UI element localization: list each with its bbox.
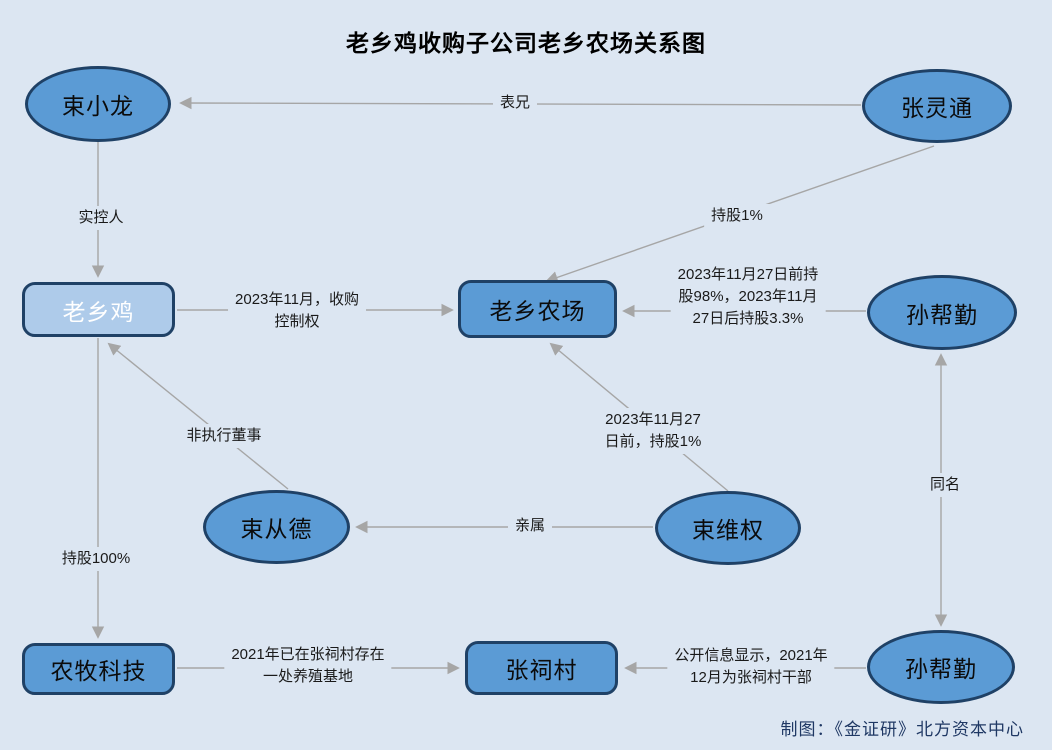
node-shu-xiaolong: 束小龙 (25, 66, 171, 142)
edge-label-sun-holding: 2023年11月27日前持 股98%，2023年11月 27日后持股3.3% (670, 263, 826, 331)
node-nongmu-tech: 农牧科技 (22, 643, 175, 695)
node-zhangci-village: 张祠村 (465, 641, 618, 695)
edge-label-cousin: 表兄 (492, 91, 538, 115)
edge-label-relative: 亲属 (507, 514, 553, 538)
edge-non-exec-director (107, 342, 289, 490)
node-laoxiang-farm: 老乡农场 (458, 280, 617, 338)
edge-label-shu-weiquan-holding: 2023年11月27 日前，持股1% (597, 408, 709, 454)
node-zhang-lingtong: 张灵通 (862, 69, 1012, 143)
node-sun-bangqin-bottom: 孙帮勤 (867, 630, 1015, 704)
node-laoxiangji: 老乡鸡 (22, 282, 175, 337)
credit-text: 制图：《金证研》北方资本中心 (780, 720, 1024, 739)
edge-label-holding-100: 持股100% (54, 547, 138, 571)
edge-label-acquisition: 2023年11月，收购 控制权 (228, 288, 366, 334)
edge-label-same-name: 同名 (922, 473, 968, 497)
edge-label-breeding-base: 2021年已在张祠村存在 一处养殖基地 (224, 643, 392, 689)
edge-label-village-cadre: 公开信息显示，2021年 12月为张祠村干部 (667, 644, 835, 690)
edge-label-zhang-holding: 持股1% (704, 204, 770, 228)
edge-label-non-exec-director: 非执行董事 (179, 424, 269, 448)
node-sun-bangqin-top: 孙帮勤 (867, 275, 1017, 350)
node-shu-congde: 束从德 (203, 490, 350, 564)
node-shu-weiquan: 束维权 (655, 491, 801, 565)
edge-label-actual-controller: 实控人 (71, 206, 131, 230)
page-title: 老乡鸡收购子公司老乡农场关系图 (346, 30, 706, 56)
